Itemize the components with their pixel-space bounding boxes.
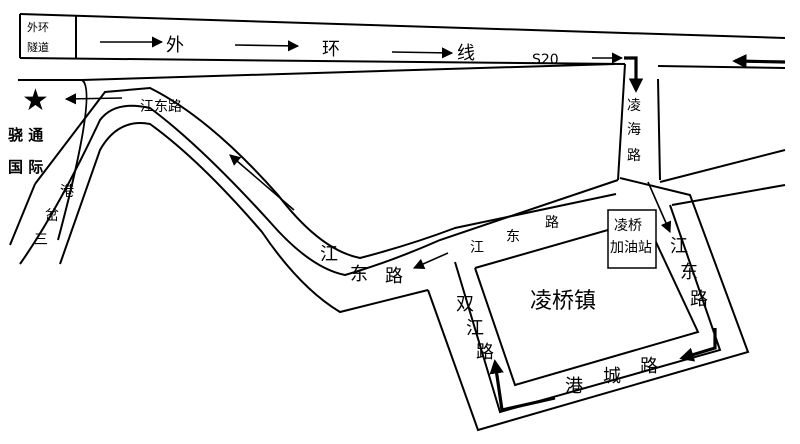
ring-arrow-2 [234, 40, 300, 52]
jiangdong-mid-char-2: 东 [350, 264, 368, 285]
jiangdong-upper-char-1: 江 [470, 240, 484, 256]
linghai-char-1: 凌 [627, 98, 641, 114]
jiangdong-upper-char-3: 路 [545, 215, 559, 231]
linghai-road [617, 63, 661, 181]
jiangdong-road [9, 63, 619, 314]
jiangdong-upper-char-2: 东 [506, 229, 520, 245]
ring-arrow-bold [732, 54, 786, 69]
gas-station-box [607, 209, 657, 269]
jiangdong-mid-arrow [412, 252, 449, 270]
gangcha-char-3: 三 [34, 232, 48, 248]
shuangjiang-char-1: 双 [456, 294, 474, 315]
linghai-down-arrow [647, 181, 672, 234]
direction-arrows [64, 36, 786, 412]
ring-code: S20 [532, 52, 559, 68]
turn-arrow-linghai [624, 56, 644, 93]
ring-arrow-3 [391, 47, 454, 59]
ring-char-3: 线 [457, 43, 475, 64]
shuangjiang-char-3: 路 [476, 342, 494, 363]
tunnel-label-2: 隧道 [27, 40, 49, 54]
gangcheng-char-1: 港 [565, 376, 583, 397]
destination-line-1: 骁 通 [8, 126, 43, 144]
shuangjiang-gangcheng-loop [427, 149, 786, 432]
star-icon: ★ [22, 83, 49, 118]
gangcha-char-2: 岔 [45, 208, 59, 224]
jiangdong-right-bold-arrow [679, 328, 717, 362]
gangcheng-char-2: 城 [603, 366, 621, 387]
tunnel-label-1: 外环 [27, 21, 49, 34]
jiangdong-mid-char-1: 江 [320, 244, 338, 265]
jiangdong-diag-arrow [229, 154, 295, 211]
linghai-char-3: 路 [627, 148, 641, 164]
ring-road-s20 [19, 13, 786, 69]
jiangdong-right-char-1: 江 [670, 236, 688, 257]
station-line-2: 加油站 [610, 240, 652, 256]
gangcha-char-1: 港 [60, 184, 74, 200]
ring-char-1: 外 [166, 35, 184, 56]
jiangdong-top-arrow [64, 93, 123, 105]
town-label: 凌桥镇 [530, 289, 596, 314]
linghai-char-2: 海 [627, 122, 641, 138]
destination-line-2: 国 际 [8, 158, 43, 176]
ring-char-2: 环 [322, 39, 340, 60]
gangcheng-char-3: 路 [640, 356, 658, 377]
gangcheng-bold-arrow [489, 359, 556, 412]
jiangdong-right-char-3: 路 [690, 289, 708, 310]
jiangdong-top-label: 江东路 [140, 99, 182, 115]
jiangdong-mid-char-3: 路 [385, 266, 403, 287]
jiangdong-right-char-2: 东 [680, 262, 698, 283]
station-line-1: 凌桥 [614, 218, 642, 234]
map-labels: 外环 隧道 外 环 线 S20 江东路 凌 海 路 江 东 路 江 东 路 凌桥… [8, 21, 708, 397]
shuangjiang-char-2: 江 [466, 318, 484, 339]
